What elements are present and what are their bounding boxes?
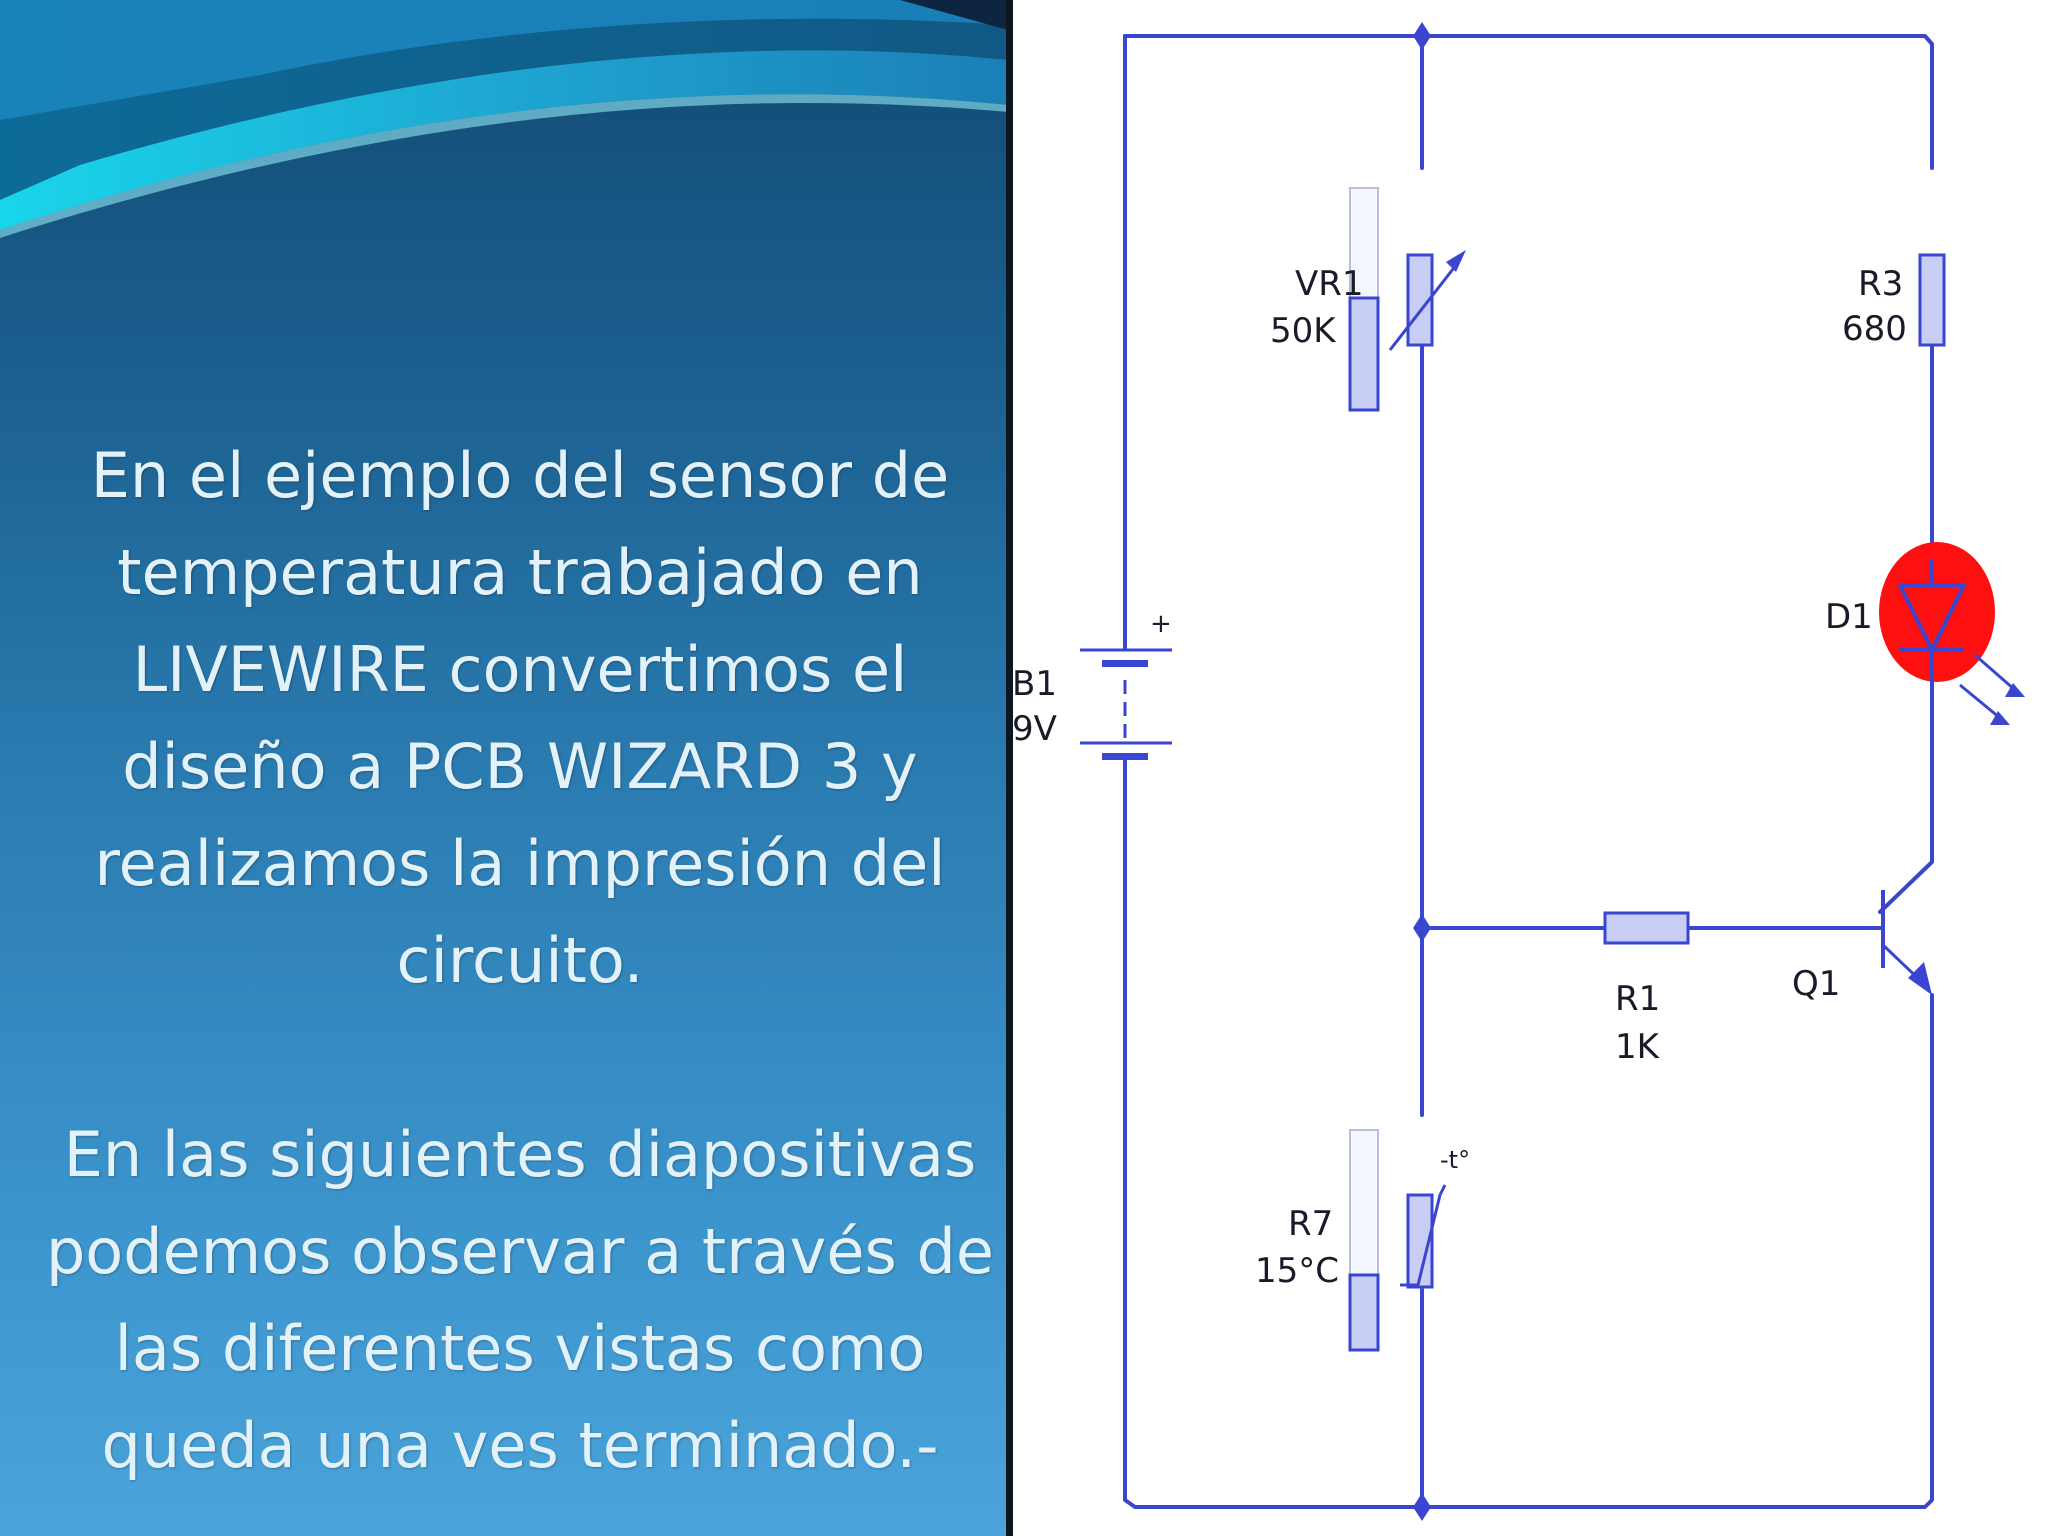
junction-top bbox=[1413, 22, 1431, 50]
slide-paragraph-1: En el ejemplo del sensor de temperatura … bbox=[90, 439, 950, 997]
r3-value-label: 680 bbox=[1842, 309, 1907, 349]
led-glow bbox=[1879, 542, 1995, 682]
r7-value-label: 15°C bbox=[1255, 1251, 1339, 1291]
vr1-ref-label: VR1 bbox=[1295, 264, 1364, 304]
vr1-slider-level bbox=[1348, 296, 1380, 412]
r7-slider-level bbox=[1348, 1273, 1380, 1352]
junction-mid bbox=[1413, 914, 1431, 942]
wire-left-lower bbox=[1123, 833, 1425, 1509]
vr1-potentiometer: VR1 50K bbox=[1270, 187, 1466, 412]
d1-ref-label: D1 bbox=[1825, 597, 1873, 637]
r7-thermistor: -t° R7 15°C bbox=[1255, 1129, 1470, 1352]
wire-right-led-to-q1 bbox=[1878, 718, 1934, 914]
r1-ref-label: R1 bbox=[1615, 979, 1660, 1019]
r1-resistor: R1 1K bbox=[1603, 911, 1690, 1067]
r3-resistor: R3 680 bbox=[1842, 253, 1946, 349]
slide-paragraph-2: En las siguientes diapositivas podemos o… bbox=[45, 1118, 995, 1482]
wire-top-left bbox=[1123, 34, 1137, 632]
wire-bottom bbox=[1421, 993, 1934, 1509]
r3-ref-label: R3 bbox=[1858, 264, 1903, 304]
q1-transistor: Q1 bbox=[1792, 890, 1932, 1004]
r7-marker-label: -t° bbox=[1440, 1146, 1470, 1174]
wire-top bbox=[1123, 34, 1934, 170]
panel-divider bbox=[1006, 0, 1013, 1536]
b1-battery: + B1 9V bbox=[1012, 575, 1172, 835]
b1-polarity-label: + bbox=[1150, 609, 1172, 639]
slide-body-text: En el ejemplo del sensor de temperatura … bbox=[36, 330, 1004, 1536]
q1-ref-label: Q1 bbox=[1792, 964, 1840, 1004]
d1-led: D1 bbox=[1825, 542, 2025, 725]
r1-value-label: 1K bbox=[1615, 1027, 1661, 1067]
b1-value-label: 9V bbox=[1012, 709, 1057, 749]
b1-ref-label: B1 bbox=[1012, 664, 1057, 704]
junction-bottom bbox=[1413, 1493, 1431, 1521]
r7-ref-label: R7 bbox=[1288, 1204, 1333, 1244]
header-wave-decoration bbox=[0, 0, 1008, 238]
vr1-value-label: 50K bbox=[1270, 311, 1337, 351]
left-text-panel: En el ejemplo del sensor de temperatura … bbox=[0, 0, 1008, 1536]
